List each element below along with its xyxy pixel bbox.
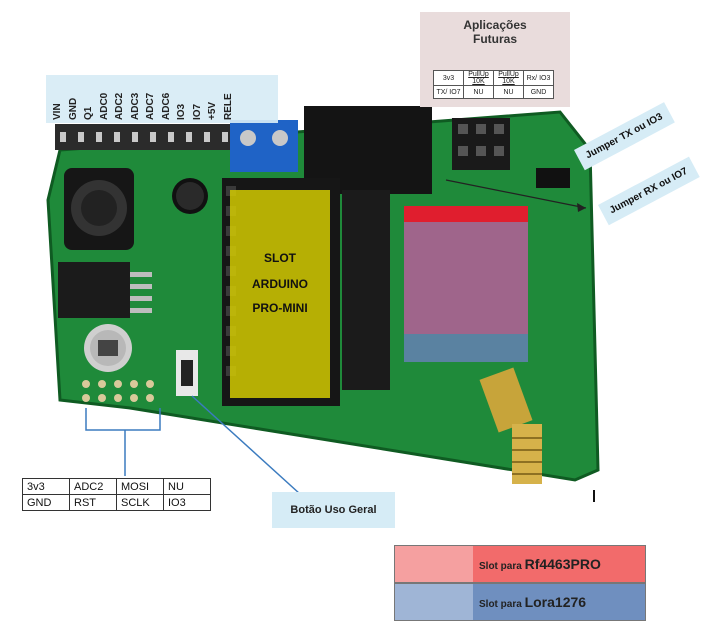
future-cell: Rx/ IO3: [523, 70, 554, 86]
relay-terminal: [230, 120, 298, 172]
legend-swatch: [395, 546, 473, 582]
pin-label: ADC3: [129, 92, 141, 120]
antenna-connector: [479, 367, 533, 433]
right-header: [342, 190, 390, 390]
pin-label-box: [46, 75, 278, 123]
future-cell: 3v3: [433, 70, 464, 86]
future-row-2: TX/ IO7 NU NU GND: [433, 85, 554, 99]
pin-label: VIN: [52, 103, 63, 120]
pinout-cell: 3v3: [22, 478, 70, 495]
future-title-line2: Futuras: [472, 32, 517, 46]
pin-label: ADC0: [98, 92, 110, 120]
legend-label: Slot para Lora1276: [479, 594, 587, 610]
legend-row: Slot para Rf4463PRO: [394, 545, 646, 583]
future-row-1: 3v3 PullUp 10K PullUp 10K Rx/ IO3: [433, 70, 554, 86]
pin-label: ADC2: [114, 92, 125, 120]
pin-label: RELE: [222, 93, 234, 120]
pin-label: ADC7: [145, 92, 156, 120]
pinout-row-1: 3v3 ADC2 MOSI NU: [22, 478, 211, 495]
slot-label-3: PRO-MINI: [252, 301, 307, 315]
future-cell: NU: [493, 85, 524, 99]
pinout-bracket: [85, 408, 161, 440]
pin-label: IO3: [176, 103, 187, 120]
future-cell: PullUp 10K: [463, 70, 494, 86]
pin-label: Q1: [83, 106, 94, 120]
pinout-cell: MOSI: [116, 478, 164, 495]
slot-label-1: SLOT: [264, 251, 297, 265]
future-cell: TX/ IO7: [433, 85, 464, 99]
pin-label: GND: [67, 97, 79, 120]
future-title-line1: Aplicações: [463, 18, 527, 32]
pin-label: ADC6: [160, 92, 172, 120]
pinout-cell: ADC2: [69, 478, 117, 495]
regulator: [58, 262, 130, 318]
jumper-arrow: [445, 179, 587, 209]
legend-swatch: [395, 584, 473, 620]
future-cell: NU: [463, 85, 494, 99]
pinout-cell: NU: [163, 478, 211, 495]
pinout-cell: RST: [69, 494, 117, 511]
button-label-box: Botão Uso Geral: [272, 492, 395, 528]
button-callout-line: [191, 395, 301, 495]
slot-legend: Slot para Rf4463PRO Slot para Lora1276: [394, 545, 646, 621]
pinout-cell: GND: [22, 494, 70, 511]
pin-label: +5V: [207, 101, 218, 120]
future-cell: PullUp 10K: [493, 70, 524, 86]
jumper: [536, 168, 570, 188]
pin-label: IO7: [191, 103, 203, 120]
future-apps-table: 3v3 PullUp 10K PullUp 10K Rx/ IO3 TX/ IO…: [433, 70, 554, 99]
future-apps-title: Aplicações Futuras: [420, 18, 570, 46]
arduino-slot-highlight: [230, 190, 330, 398]
pinout-row-2: GND RST SCLK IO3: [22, 494, 211, 511]
pinout-cell: IO3: [163, 494, 211, 511]
legend-label: Slot para Rf4463PRO: [479, 556, 601, 572]
future-cell: GND: [523, 85, 554, 99]
legend-row: Slot para Lora1276: [394, 583, 646, 621]
cursor-tick: [593, 490, 595, 502]
pinout-table: 3v3 ADC2 MOSI NU GND RST SCLK IO3: [22, 478, 211, 511]
rf4463-slot-highlight: [404, 214, 528, 334]
pinout-cell: SCLK: [116, 494, 164, 511]
future-apps-box: Aplicações Futuras 3v3 PullUp 10K PullUp…: [420, 12, 570, 107]
slot-label-2: ARDUINO: [252, 277, 308, 291]
